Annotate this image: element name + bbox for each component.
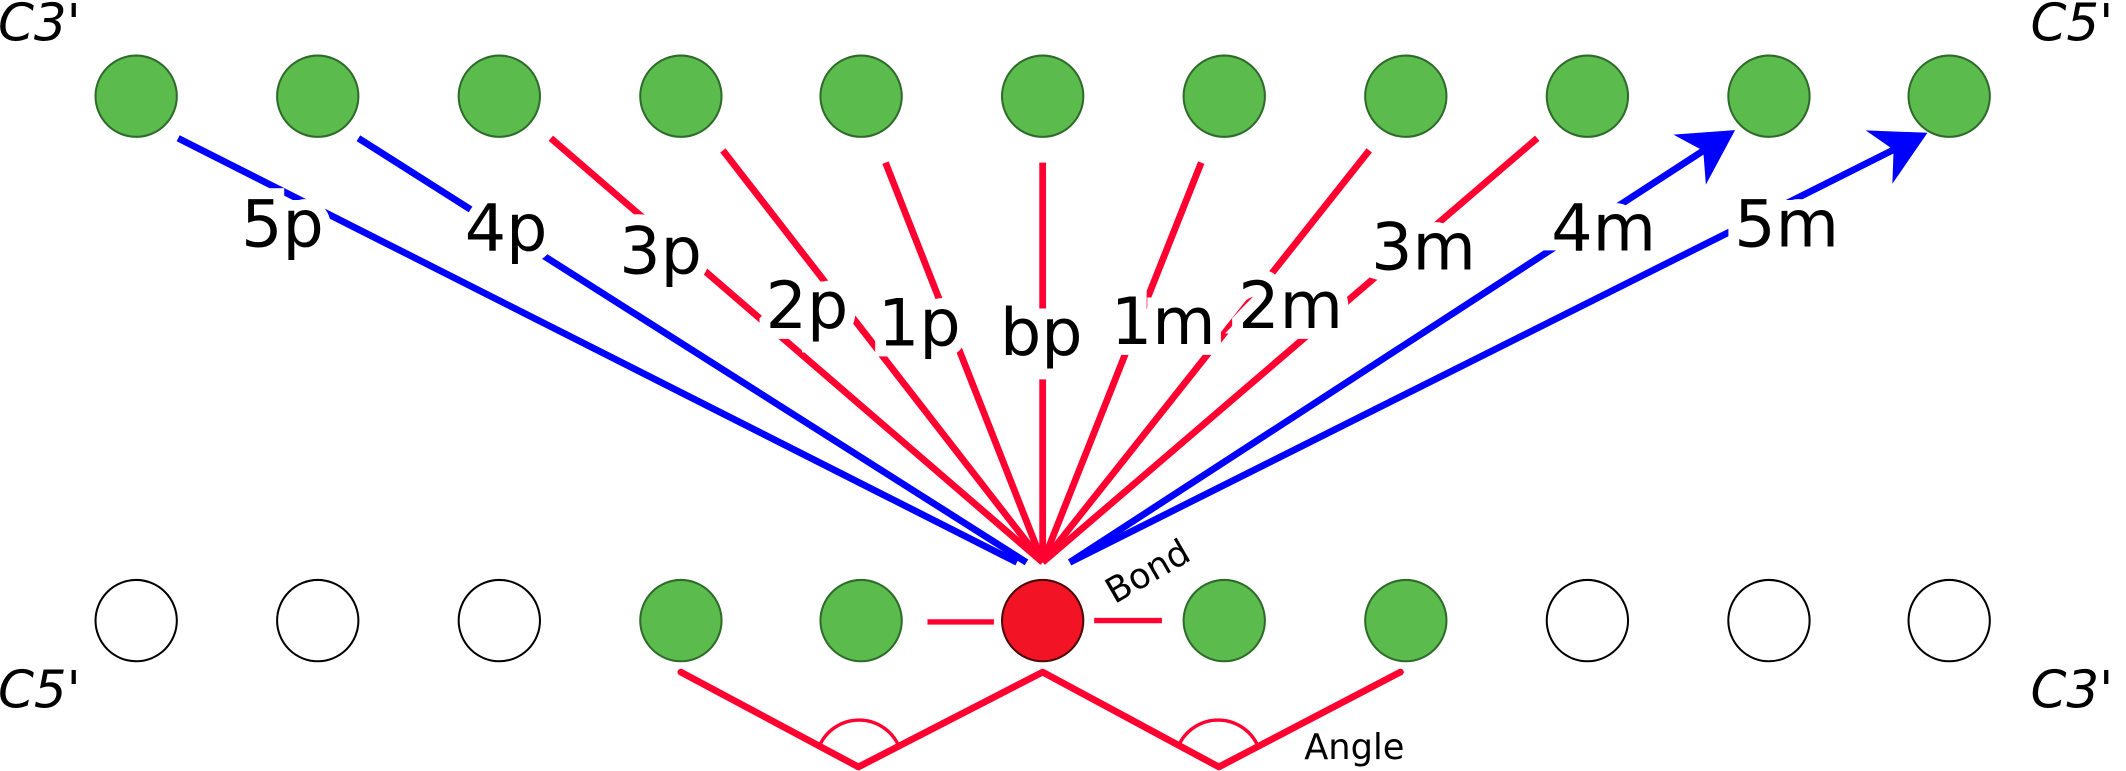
top-strand-atom <box>457 54 541 138</box>
top-strand-atom <box>1907 54 1991 138</box>
interaction-line-4m <box>1067 147 1706 566</box>
top-strand-atom <box>94 54 178 138</box>
bottom-strand-atom <box>1182 578 1266 663</box>
interaction-line-4p <box>356 135 1029 566</box>
top-strand-atom <box>1182 54 1266 138</box>
bottom-strand-atom <box>1545 578 1630 663</box>
angle-label: Angle <box>1304 727 1404 768</box>
strand-label-bottom-left: C5' <box>0 660 81 720</box>
interaction-line-3p <box>548 135 1045 565</box>
top-strand-atom <box>276 54 360 138</box>
interaction-label-5m: 5m <box>1734 188 1839 263</box>
interaction-line-2p <box>720 148 1046 565</box>
interaction-label-2m: 2m <box>1238 269 1343 344</box>
interaction-label-1p: 1p <box>878 287 961 362</box>
interaction-label-bp: bp <box>1000 296 1083 371</box>
bottom-strand-atom <box>457 578 541 663</box>
interaction-line-1m <box>1039 161 1205 564</box>
interaction-label-4m: 4m <box>1551 192 1656 267</box>
reference-atom <box>1001 578 1085 663</box>
arrowhead-4m <box>1673 130 1736 185</box>
angle-arc-right <box>1176 718 1260 748</box>
interaction-label-3p: 3p <box>619 215 702 290</box>
interaction-label-1m: 1m <box>1111 285 1216 360</box>
interaction-line-3m <box>1040 135 1540 565</box>
strand-label-bottom-right: C3' <box>2030 660 2113 720</box>
top-strand-atom <box>1364 54 1448 138</box>
angle-zigzag <box>677 668 1404 771</box>
top-strand-atom <box>1727 54 1811 138</box>
interaction-line-2m <box>1040 148 1372 565</box>
top-strand-atom <box>819 54 903 138</box>
interaction-line-5p <box>176 135 1019 566</box>
bottom-strand-atom <box>276 578 360 663</box>
angle-arc-left <box>817 718 901 748</box>
interaction-line-1p <box>882 161 1046 564</box>
interaction-label-4p: 4p <box>465 192 548 267</box>
bottom-strand-atom <box>1907 578 1991 663</box>
top-strand-atom <box>1545 54 1630 138</box>
top-strand-atom <box>1001 54 1085 138</box>
interaction-label-5p: 5p <box>241 188 324 263</box>
bottom-strand-atom <box>1364 578 1448 663</box>
top-strand-atom <box>639 54 723 138</box>
interaction-label-3m: 3m <box>1371 211 1476 286</box>
bottom-strand-atom <box>94 578 178 663</box>
arrowhead-5m <box>1865 130 1928 184</box>
bottom-strand-atom <box>819 578 903 663</box>
bottom-strand-atom <box>1727 578 1811 663</box>
interaction-line-5m <box>1068 146 1896 566</box>
strand-label-top-left: C3' <box>0 0 81 54</box>
strand-label-top-right: C5' <box>2030 0 2113 54</box>
interaction-label-2p: 2p <box>766 269 849 344</box>
bottom-strand-atom <box>639 578 723 663</box>
